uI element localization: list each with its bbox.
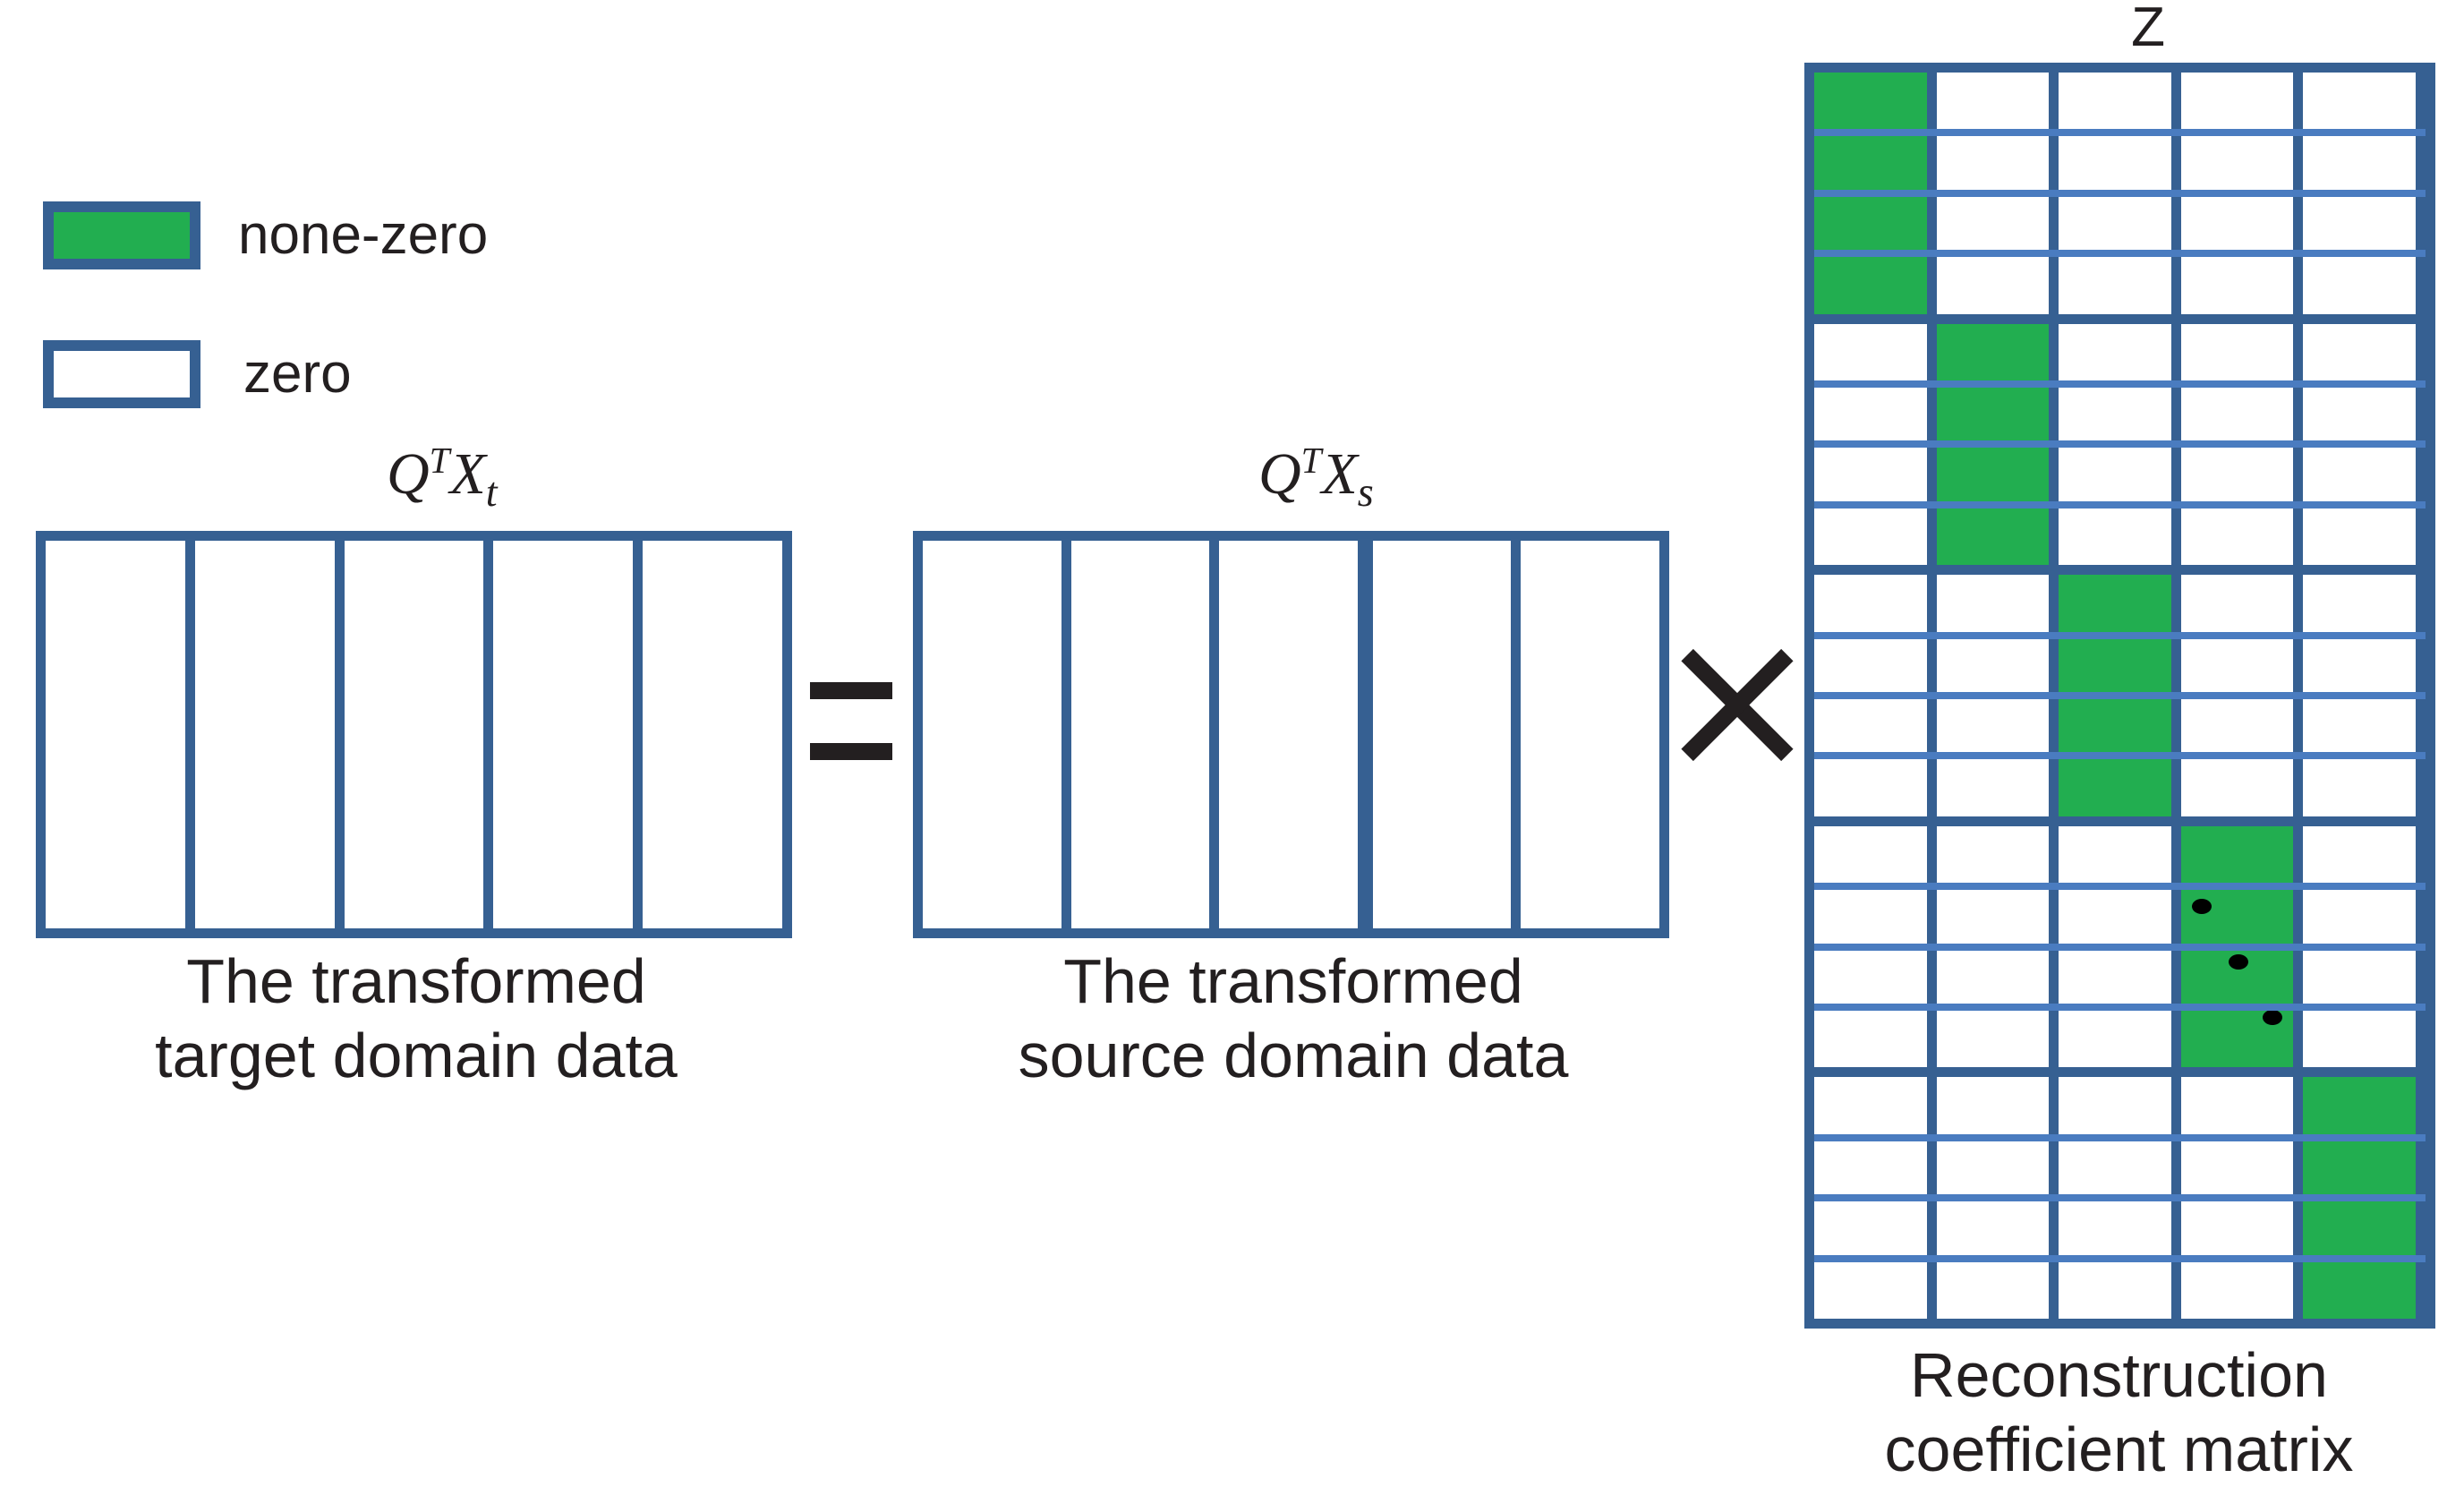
z-block-cell-zero (1814, 323, 1937, 566)
equals-bar-bottom (810, 743, 892, 760)
target-title-superscript: T (429, 440, 450, 481)
z-block-cell-nonzero (1936, 323, 2059, 566)
z-block-row (1814, 73, 2426, 324)
matrix-column (344, 541, 494, 928)
source-title-superscript: T (1300, 440, 1322, 481)
z-block-row (1814, 1077, 2426, 1319)
z-block-row (1814, 825, 2426, 1078)
z-block-cell-zero (2180, 323, 2304, 566)
target-title-base: Q (387, 441, 430, 507)
matrix-column (643, 541, 782, 928)
ellipsis-dot (2263, 1009, 2283, 1025)
z-block-row (1814, 575, 2426, 826)
legend-swatch-zero (43, 340, 200, 408)
z-block-cell-nonzero (1814, 73, 1937, 314)
ellipsis-dot (2228, 953, 2248, 970)
z-block-cell-zero (2303, 825, 2426, 1068)
source-title-base: Q (1258, 441, 1301, 507)
ellipsis-dot (2192, 898, 2212, 914)
matrix-column (1521, 541, 1659, 928)
source-domain-matrix (913, 531, 1669, 938)
target-matrix-title: QTXt (387, 440, 498, 516)
equals-operator-icon (810, 618, 899, 797)
z-block-cell-nonzero (2059, 575, 2181, 816)
z-block-cell-zero (1814, 575, 1937, 816)
z-block-cell-zero (2303, 73, 2426, 314)
z-matrix-caption: Reconstruction coefficient matrix (1884, 1340, 2354, 1484)
z-block-cell-zero (2180, 575, 2304, 816)
equals-bar-top (810, 682, 892, 699)
legend-item-none-zero: none-zero (43, 201, 488, 269)
z-block-cell-zero (2059, 323, 2181, 566)
reconstruction-coefficient-matrix (1804, 63, 2435, 1329)
matrix-column (1219, 541, 1373, 928)
target-title-mid: X (449, 441, 486, 507)
matrix-column (923, 541, 1071, 928)
matrix-column (1070, 541, 1220, 928)
z-block-cell-zero (2180, 73, 2304, 314)
z-block-cell-zero (2303, 575, 2426, 816)
z-block-cell-zero (1936, 575, 2059, 816)
z-block-cell-zero (1936, 73, 2059, 314)
target-title-subscript: t (485, 469, 498, 516)
z-block-cell-zero (2059, 73, 2181, 314)
z-block-cell-zero (2180, 1077, 2304, 1319)
legend: none-zero zero (43, 201, 616, 470)
z-block-cell-zero (1814, 825, 1937, 1068)
multiply-operator-icon (1679, 646, 1795, 763)
z-block-cell-zero (2059, 1077, 2181, 1319)
legend-label-none-zero: none-zero (238, 204, 489, 266)
z-block-cell-zero (1936, 825, 2059, 1068)
target-matrix-caption: The transformed target domain data (155, 946, 678, 1090)
matrix-column (194, 541, 345, 928)
matrix-column (493, 541, 644, 928)
z-block-cell-zero (2059, 825, 2181, 1068)
source-title-mid: X (1321, 441, 1358, 507)
z-block-cell-nonzero (2180, 825, 2304, 1068)
legend-label-zero: zero (243, 343, 352, 405)
matrix-column (46, 541, 195, 928)
legend-swatch-none-zero (43, 201, 200, 269)
source-title-subscript: s (1357, 469, 1374, 516)
target-domain-matrix (36, 531, 792, 938)
z-block-cell-zero (1936, 1077, 2059, 1319)
z-block-cell-nonzero (2303, 1077, 2426, 1319)
source-matrix-caption: The transformed source domain data (1018, 946, 1569, 1090)
z-block-cell-zero (2303, 323, 2426, 566)
z-block-row (1814, 323, 2426, 576)
diagonal-ellipsis-icon (2181, 826, 2294, 1068)
legend-item-zero: zero (43, 340, 352, 408)
source-matrix-title: QTXs (1258, 440, 1374, 516)
z-matrix-title: Z (2131, 0, 2165, 58)
matrix-column (1372, 541, 1522, 928)
z-block-cell-zero (1814, 1077, 1937, 1319)
